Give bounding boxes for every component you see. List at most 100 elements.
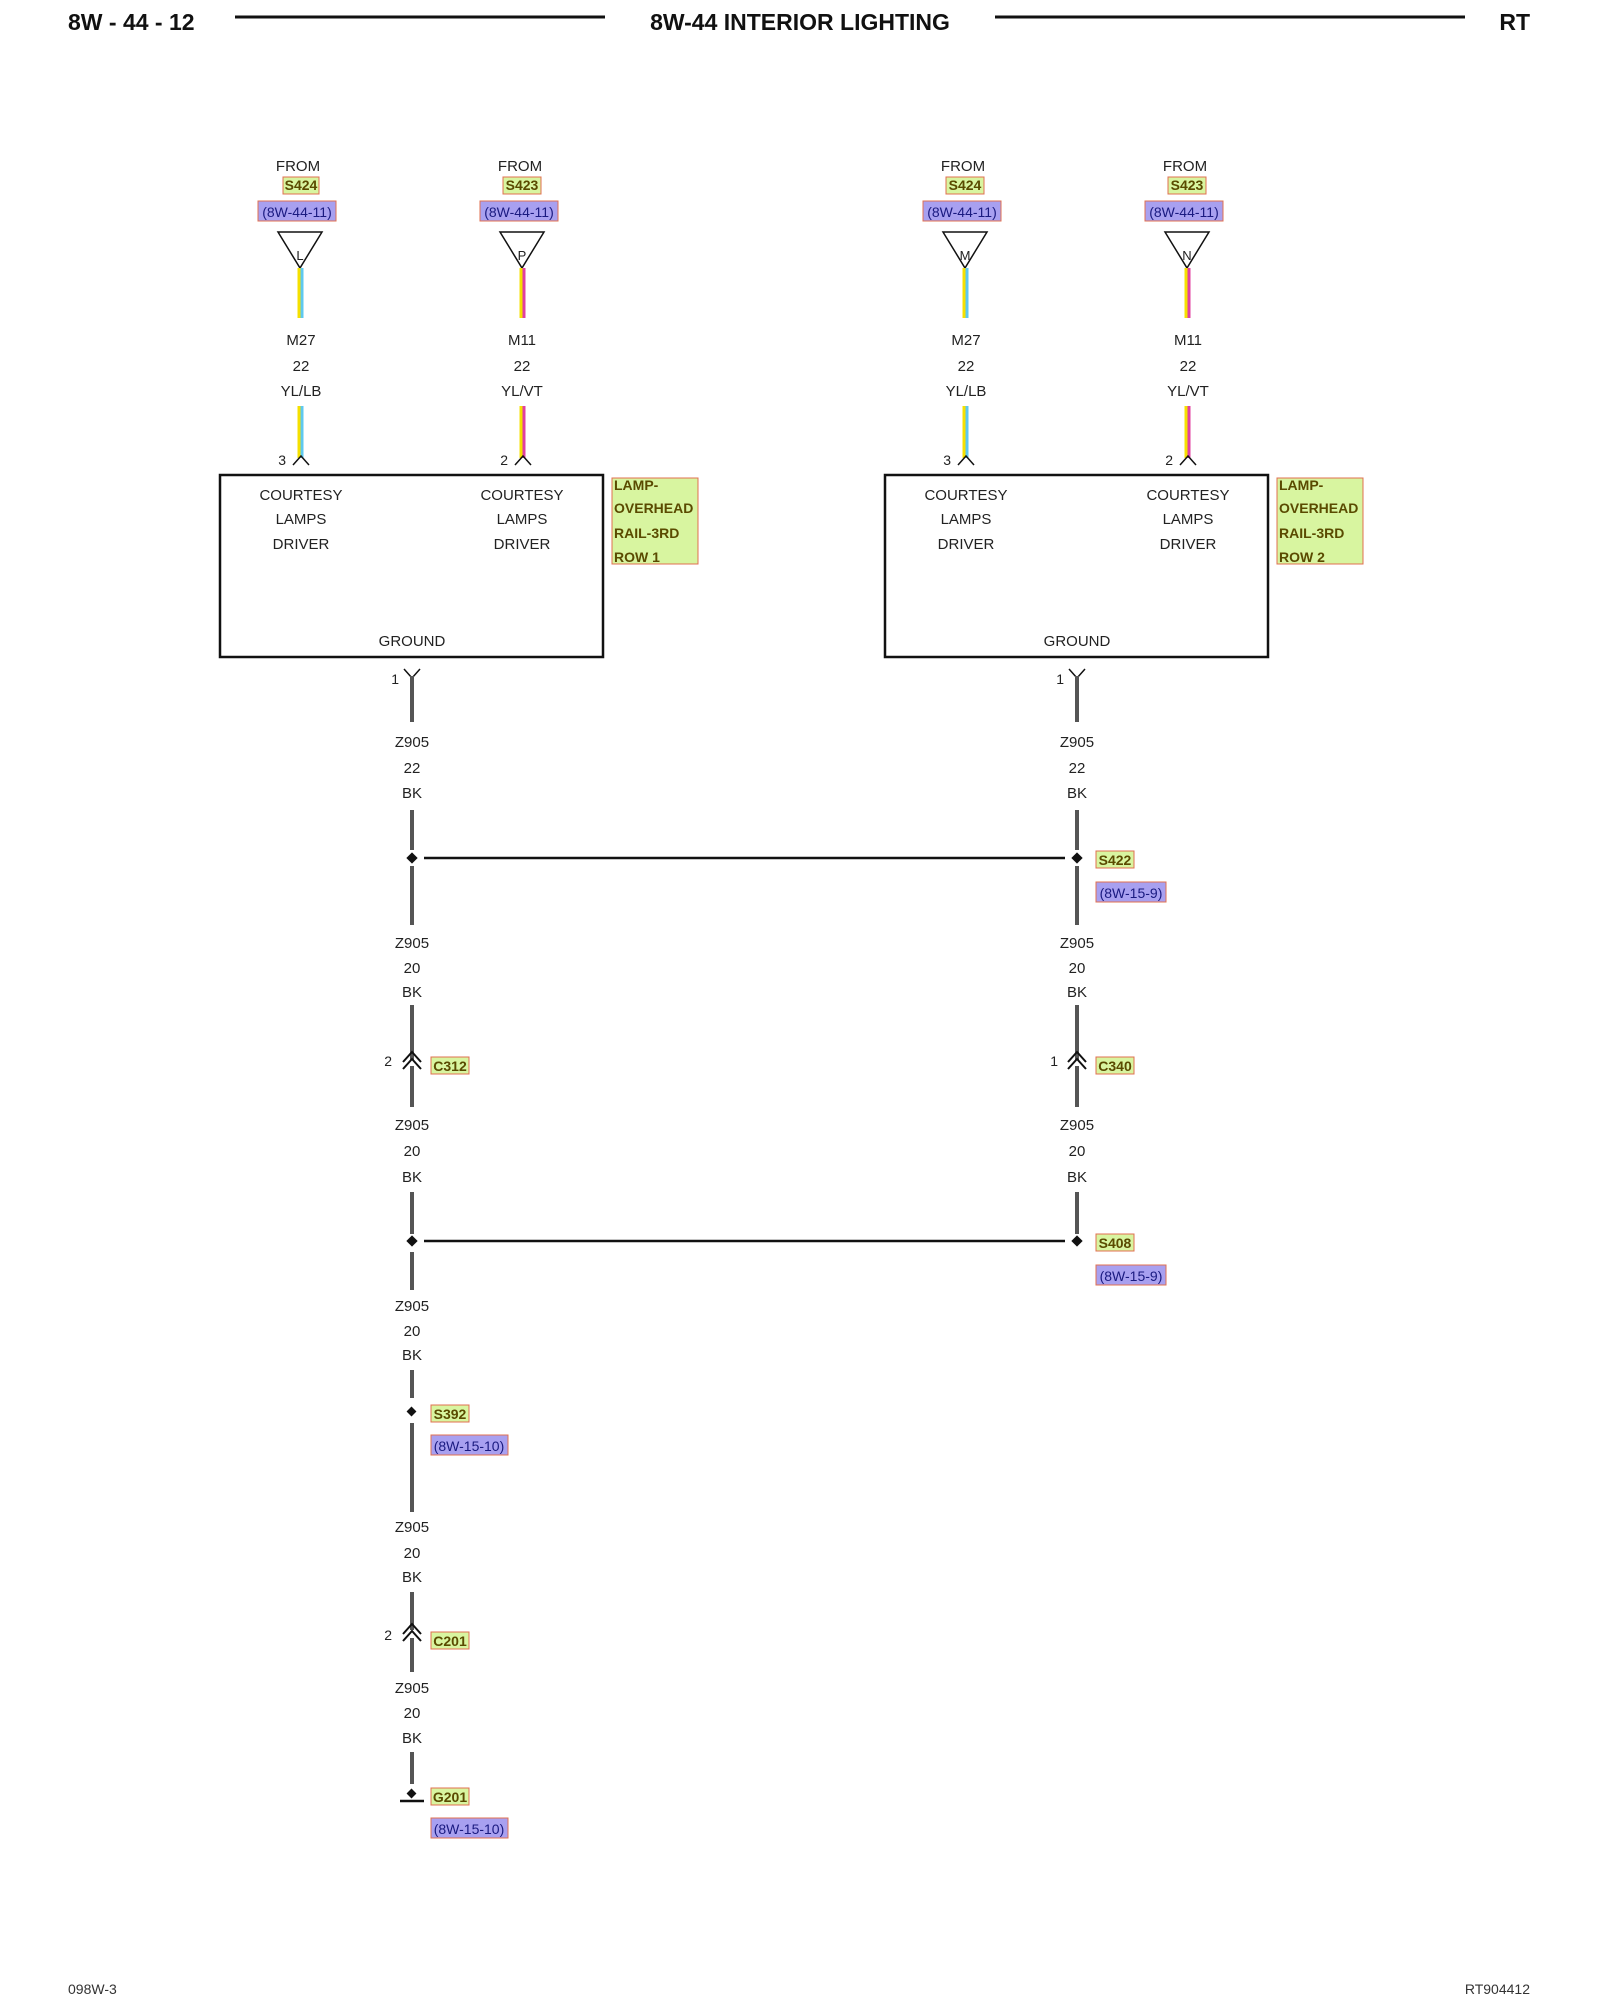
page-code: 8W - 44 - 12	[68, 9, 195, 35]
component-name-line1: LAMP-	[1279, 477, 1324, 493]
color-label: YL/LB	[946, 383, 987, 400]
pin-chevron	[292, 454, 310, 466]
module-right-line3: DRIVER	[494, 536, 551, 553]
splice-dot	[406, 852, 418, 864]
pin-chevron	[1179, 454, 1197, 466]
module-right-line2: LAMPS	[1163, 511, 1214, 528]
ground-g201-link[interactable]: G201	[433, 1789, 467, 1805]
module-ground-label: GROUND	[379, 633, 446, 650]
ref-tag-bg	[430, 1434, 509, 1456]
ground-g201-ref-link[interactable]: (8W-15-10)	[434, 1821, 505, 1837]
splice-s392-ref-link[interactable]: (8W-15-10)	[434, 1438, 505, 1454]
color-label: BK	[402, 1730, 422, 1747]
circuit-label: Z905	[395, 734, 429, 751]
pin-number: 2	[1165, 452, 1173, 468]
connector-tag-bg	[430, 1631, 470, 1650]
splice-link[interactable]: S424	[285, 177, 318, 193]
cavity-letter: L	[296, 248, 303, 263]
ref-link[interactable]: (8W-44-11)	[927, 204, 997, 220]
connector-c340-link[interactable]: C340	[1098, 1058, 1132, 1074]
splice-tag-bg	[430, 1404, 470, 1423]
circuit-label: Z905	[1060, 1117, 1094, 1134]
cavity-letter: N	[1182, 248, 1191, 263]
pin-chevron	[957, 454, 975, 466]
gauge-label: 20	[404, 1705, 421, 1722]
splice-dot	[406, 1235, 418, 1247]
gauge-label: 22	[1180, 358, 1197, 375]
ref-tag-bg	[1095, 1264, 1167, 1286]
color-label: BK	[1067, 1169, 1087, 1186]
from-label: FROM	[276, 158, 320, 175]
splice-dot	[406, 1406, 417, 1417]
component-name-line1: LAMP-	[614, 477, 659, 493]
connector-chevron-upper	[402, 1050, 422, 1063]
connector-triangle	[941, 231, 989, 270]
splice-s408-ref-link[interactable]: (8W-15-9)	[1100, 1268, 1163, 1284]
circuit-label: Z905	[1060, 734, 1094, 751]
component-name-tag[interactable]	[611, 477, 699, 565]
splice-s422-link[interactable]: S422	[1099, 852, 1132, 868]
component-name-tag[interactable]	[1276, 477, 1364, 565]
color-label: BK	[402, 1347, 422, 1364]
gauge-label: 20	[1069, 1143, 1086, 1160]
component-name-line3: RAIL-3RD	[1279, 525, 1344, 541]
left-ground-trunk: 1 Z905 22 BK Z905 20 BK 2 C312 Z905 20 B…	[384, 668, 509, 1839]
from-connector-2: FROM S423 (8W-44-11) P M11 22 YL/VT 2	[479, 158, 559, 468]
splice-link[interactable]: S423	[506, 177, 539, 193]
footer-left-code: 098W-3	[68, 1981, 117, 1997]
splice-link[interactable]: S423	[1171, 177, 1204, 193]
right-ground-trunk: 1 Z905 22 BK S422 (8W-15-9) Z905 20 BK 1…	[1050, 668, 1167, 1286]
circuit-label: Z905	[1060, 935, 1094, 952]
pin-number: 3	[278, 452, 286, 468]
circuit-label: Z905	[395, 1298, 429, 1315]
ref-link[interactable]: (8W-44-11)	[1149, 204, 1219, 220]
module-left-line2: LAMPS	[941, 511, 992, 528]
gauge-label: 20	[404, 1323, 421, 1340]
circuit-label: M11	[1174, 332, 1202, 349]
splice-dot	[1071, 852, 1083, 864]
ref-link[interactable]: (8W-44-11)	[262, 204, 332, 220]
pin-number: 1	[1056, 671, 1064, 687]
pin-chevron	[514, 454, 532, 466]
ref-tag-bg	[1095, 881, 1167, 903]
gauge-label: 20	[404, 1545, 421, 1562]
ground-tag-bg	[430, 1787, 470, 1806]
module-right-line1: COURTESY	[1146, 487, 1229, 504]
market-code: RT	[1499, 9, 1530, 35]
ref-tag-bg	[479, 200, 559, 222]
connector-chevron-upper	[1067, 1050, 1087, 1063]
pin-number: 2	[500, 452, 508, 468]
component-name-line2: OVERHEAD	[1279, 500, 1358, 516]
circuit-label: Z905	[395, 935, 429, 952]
splice-dot	[1071, 1235, 1083, 1247]
color-label: YL/VT	[501, 383, 543, 400]
color-label: BK	[1067, 785, 1087, 802]
module-left-line1: COURTESY	[259, 487, 342, 504]
component-name-line4: ROW 1	[614, 549, 660, 565]
pin-number: 1	[1050, 1053, 1058, 1069]
page-title: 8W-44 INTERIOR LIGHTING	[650, 9, 950, 35]
from-connector-1: FROM S424 (8W-44-11) L M27 22 YL/LB 3	[257, 158, 337, 468]
splice-s392-link[interactable]: S392	[434, 1406, 467, 1422]
gauge-label: 22	[293, 358, 310, 375]
module-right-line2: LAMPS	[497, 511, 548, 528]
module-ground-label: GROUND	[1044, 633, 1111, 650]
splice-link[interactable]: S424	[949, 177, 982, 193]
circuit-label: M27	[286, 332, 315, 349]
ref-link[interactable]: (8W-44-11)	[484, 204, 554, 220]
pin-number: 1	[391, 671, 399, 687]
from-connector-3: FROM S424 (8W-44-11) M M27 22 YL/LB 3	[922, 158, 1002, 468]
ref-tag-bg	[922, 200, 1002, 222]
color-label: BK	[1067, 984, 1087, 1001]
color-label: BK	[402, 984, 422, 1001]
pin-number: 3	[943, 452, 951, 468]
connector-c201-link[interactable]: C201	[433, 1633, 467, 1649]
splice-s408-link[interactable]: S408	[1099, 1235, 1132, 1251]
connector-c312-link[interactable]: C312	[433, 1058, 467, 1074]
splice-tag-bg	[1095, 850, 1135, 869]
connector-chevron-upper	[402, 1622, 422, 1635]
splice-s422-ref-link[interactable]: (8W-15-9)	[1100, 885, 1163, 901]
gauge-label: 20	[404, 960, 421, 977]
ref-tag-bg	[1144, 200, 1224, 222]
